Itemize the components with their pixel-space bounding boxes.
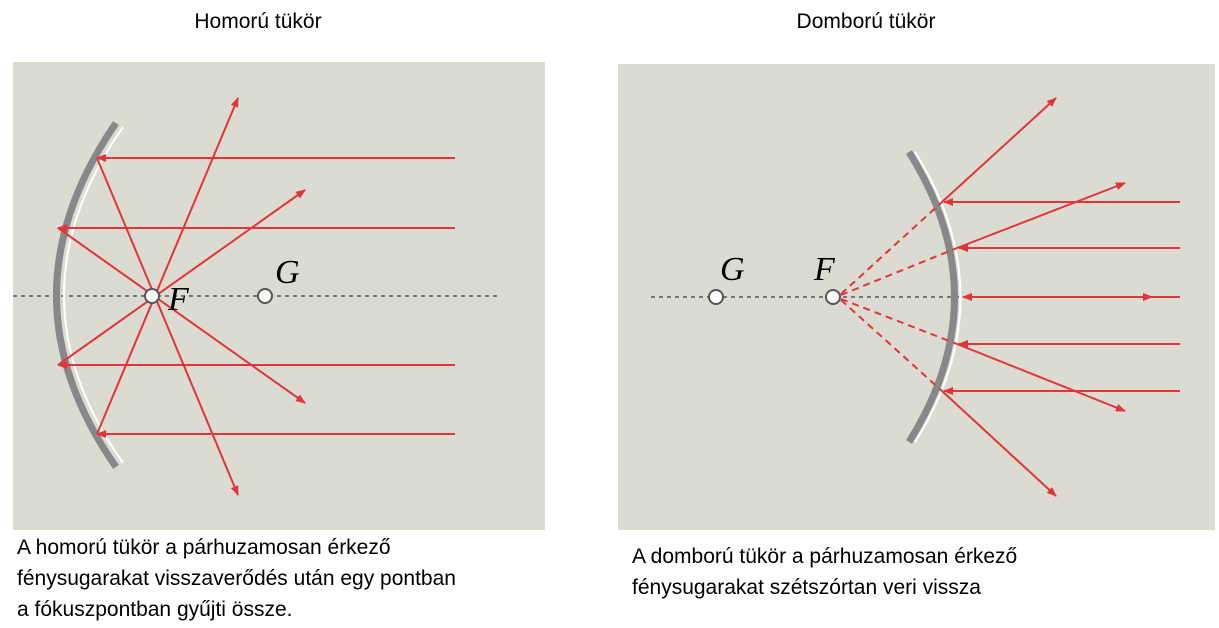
- convex-focus-point: [825, 289, 841, 305]
- concave-focus-point: [144, 288, 160, 304]
- convex-reflected-rays: [941, 97, 1153, 497]
- convex-diagram: G F: [651, 97, 1180, 497]
- concave-mirror-title: Homorú tükör: [194, 10, 322, 33]
- concave-diagram: F G: [13, 97, 497, 496]
- concave-focus-label: F: [167, 281, 190, 318]
- concave-mirror-surface: [63, 126, 124, 464]
- convex-focus-label: F: [813, 251, 836, 288]
- concave-mirror-caption: A homorú tükör a párhuzamosan érkező fén…: [17, 536, 456, 621]
- convex-center-point: [708, 289, 724, 305]
- concave-reflected-rays: [57, 97, 306, 496]
- concave-incident-rays: [57, 154, 455, 438]
- convex-virtual-rays: [840, 201, 958, 392]
- concave-center-point: [257, 288, 273, 304]
- convex-mirror-caption: A domború tükör a párhuzamosan érkező fé…: [632, 545, 1018, 599]
- convex-center-label: G: [720, 251, 745, 288]
- convex-mirror-surface: [914, 151, 962, 443]
- convex-mirror-title: Domború tükör: [796, 10, 936, 33]
- concave-mirror-arc: [53, 121, 119, 469]
- convex-mirror-arc: [906, 150, 958, 444]
- concave-center-label: G: [275, 254, 300, 291]
